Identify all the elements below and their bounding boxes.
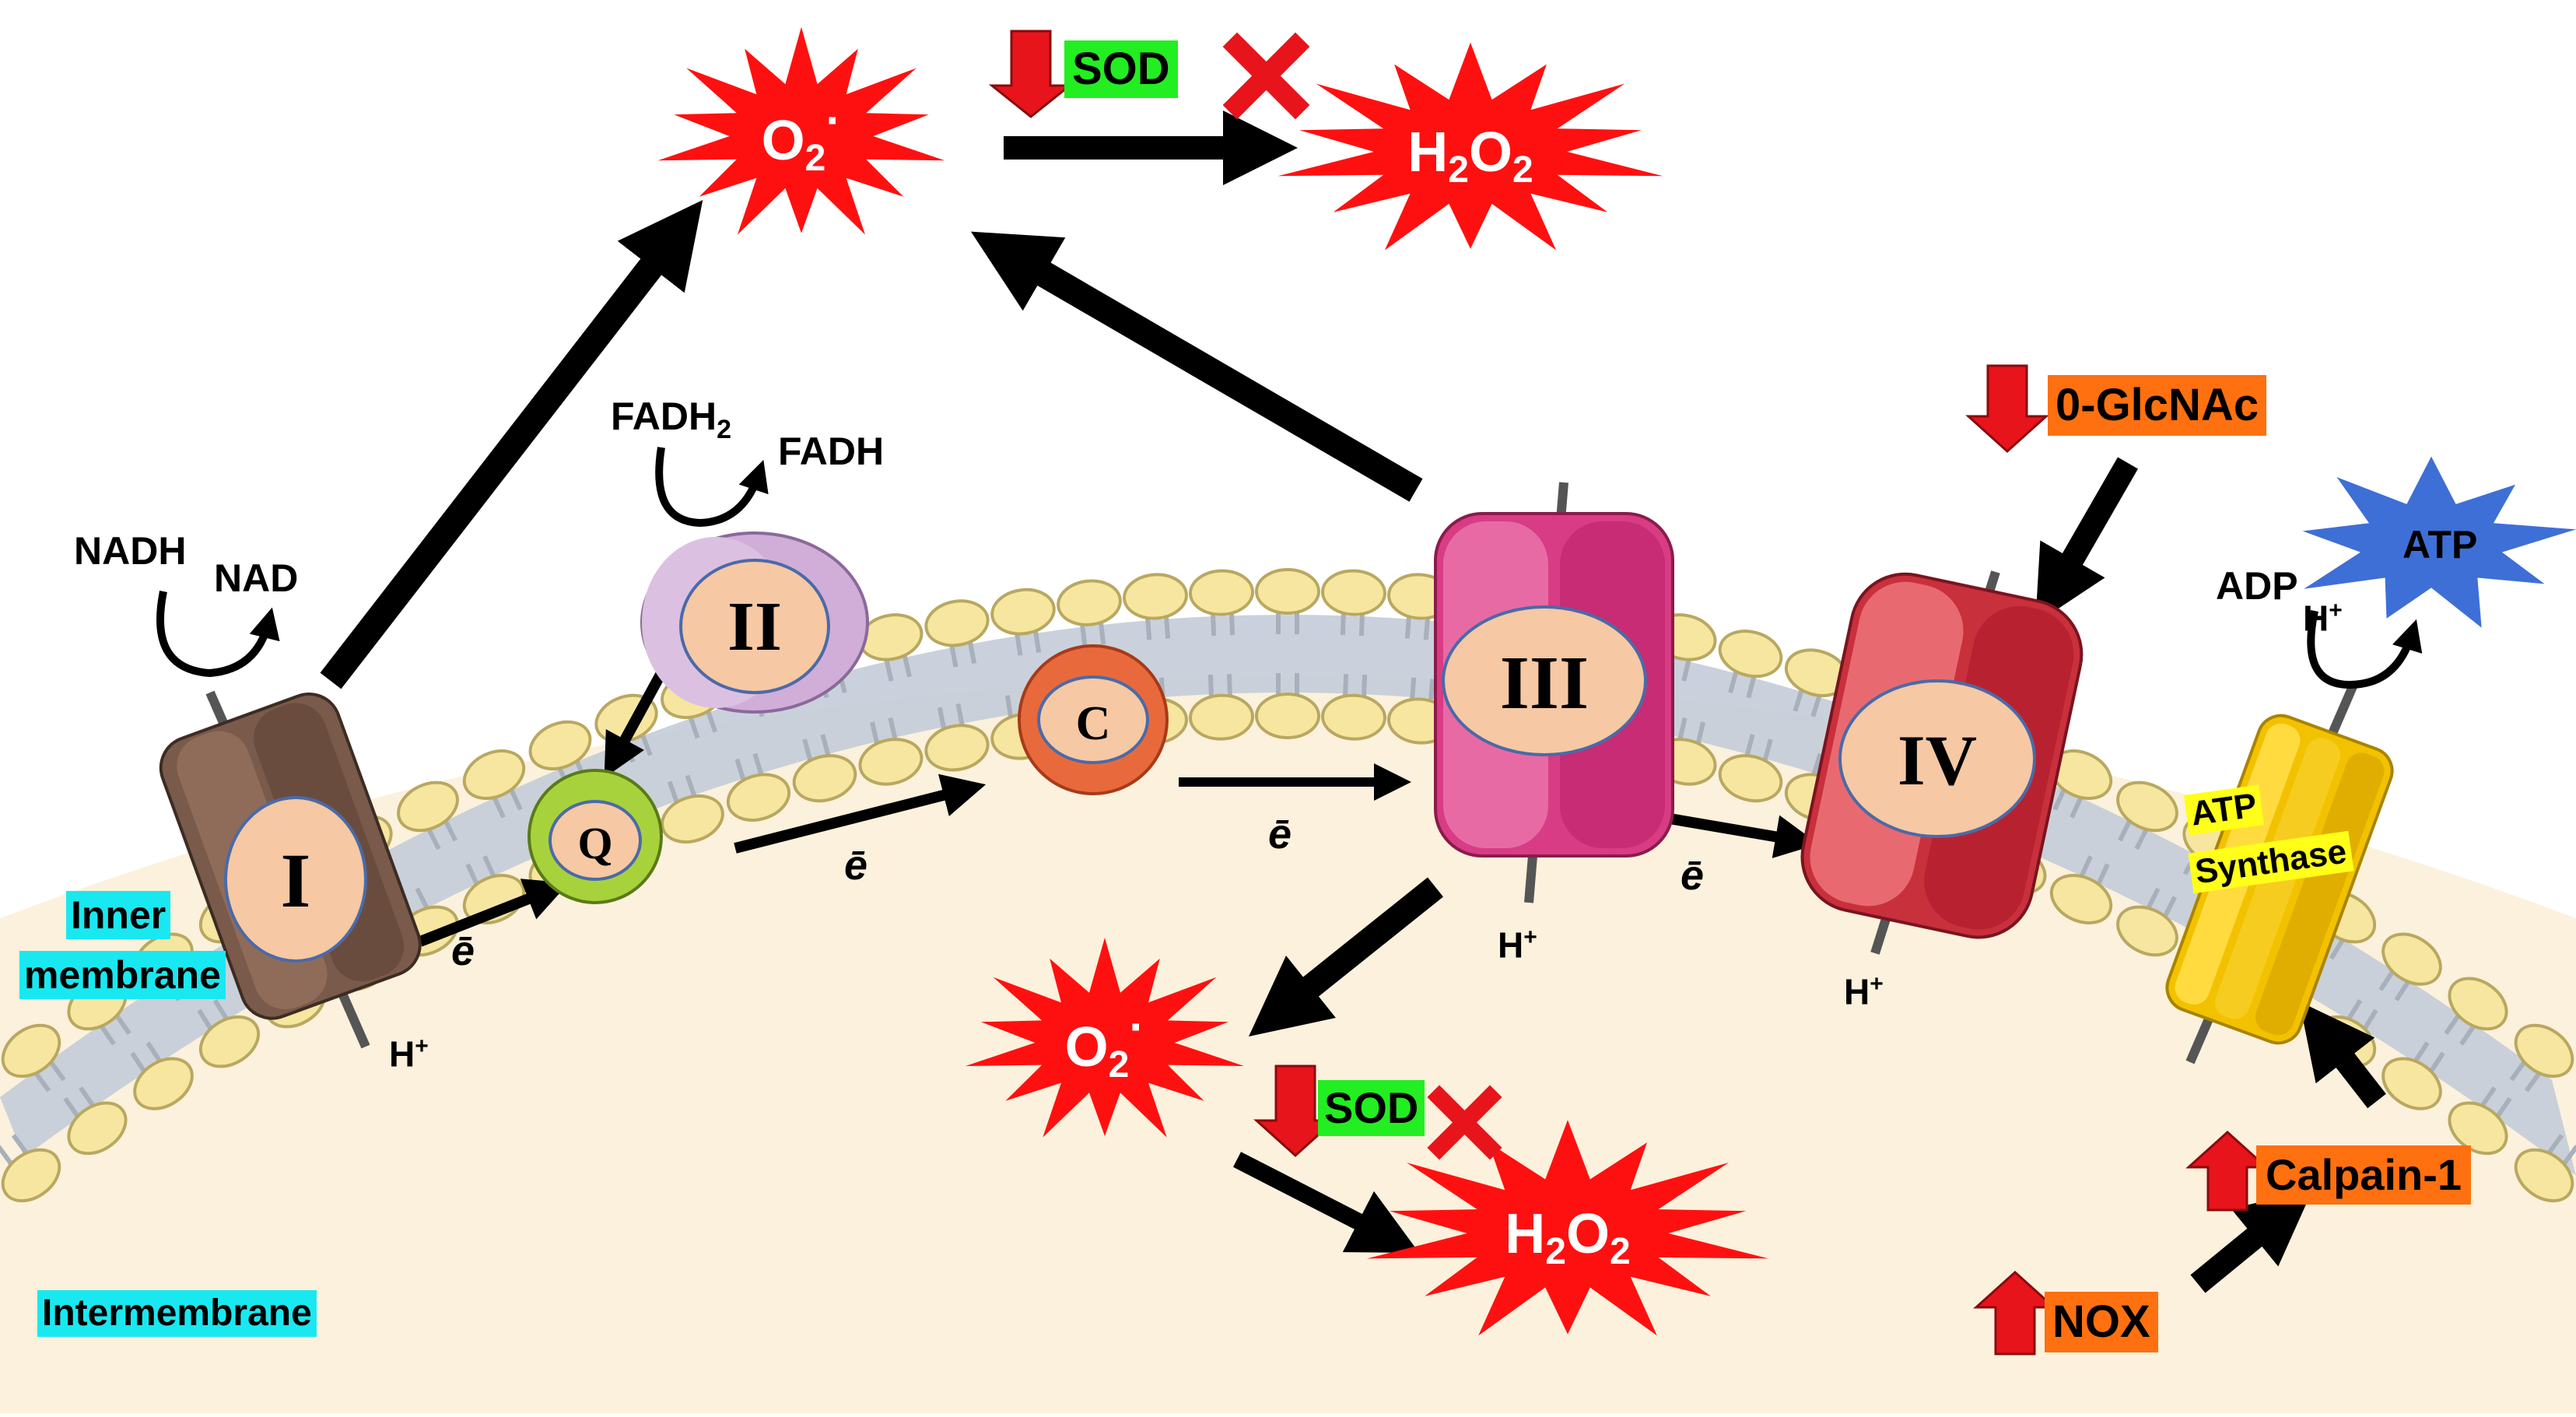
complex-III-label: III [1500,641,1589,725]
complex-I: I [159,690,422,1049]
complex-IV-label: IV [1898,721,1977,800]
curved-arrow-adp [2307,609,2423,689]
arrow-nox-to-calpain [2190,1190,2313,1293]
arrow-I-to-Q [418,879,570,947]
electron-label-1: ē [451,928,475,974]
ubiquinone-label: Q [577,818,612,868]
sod-label-bottom: SOD [1318,1080,1425,1136]
red-x-icon [1222,32,1310,120]
nad-label: NAD [214,556,299,600]
curved-arrow-nadh [156,591,280,678]
electron-label-4: ē [1681,852,1705,899]
superoxide-burst-top [657,26,945,235]
complex-II-label: II [727,588,782,665]
intermembrane-label: Intermembrane [37,1290,317,1337]
arrow-superoxide-to-h2o2-bottom [1232,1152,1420,1254]
nox-label: NOX [2045,1292,2158,1352]
red-up-arrow-icon [1973,1270,2057,1356]
ubiquinone-Q: Q [527,769,663,904]
complex-IV: IV [1800,570,2084,955]
atp-label: ATP [2403,523,2478,566]
red-x-icon [1427,1085,1502,1160]
arrow-complex-III-to-superoxide [970,231,1423,502]
oglcnac-label: 0-GlcNAc [2048,375,2267,436]
complex-I-label: I [281,837,311,924]
arrow-calpain-to-atp-synthase [2299,1001,2386,1109]
atp-star-icon [2302,456,2576,628]
curved-arrow-fadh2 [655,447,769,528]
proton-label-III: H+ [1498,924,1537,966]
proton-label-IV: H+ [1844,971,1884,1012]
red-down-arrow-icon [988,30,1074,118]
intermembrane-space [0,677,2576,1413]
complex-II: II [640,531,869,714]
arrow-complex-I-to-superoxide [320,199,703,689]
h2o2-label-top: H2O2 [1407,121,1533,191]
nadh-label: NADH [74,529,187,573]
red-up-arrow-icon [2185,1130,2269,1212]
superoxide-burst-bottom [966,938,1244,1138]
arrow-oglcnac-to-IV [2035,457,2138,624]
fadh-label: FADH [778,430,885,473]
electron-label-3: ē [1268,811,1292,858]
proton-label-atp: H+ [2303,598,2343,639]
inner-membrane-label-line1: Inner [66,891,171,939]
proton-label-I: H+ [389,1033,429,1075]
cytochrome-c-label: C [1076,697,1111,750]
h2o2-label-bottom: H2O2 [1505,1203,1630,1272]
red-down-arrow-icon [1965,364,2049,454]
arrow-II-to-Q [604,670,667,778]
adp-label: ADP [2216,564,2298,608]
red-down-arrow-icon [1253,1065,1337,1158]
fadh2-label: FADH2 [611,395,732,444]
sod-label-top: SOD [1064,40,1178,98]
cytochrome-c: C [1018,644,1169,795]
h2o2-burst-top [1277,42,1663,251]
complex-III: III [1434,482,1674,903]
h2o2-burst-bottom [1367,1120,1768,1336]
arrow-Q-to-C [734,773,987,854]
inner-membrane-label-line2: membrane [19,951,226,999]
electron-label-2: ē [844,842,868,889]
calpain-label: Calpain-1 [2256,1145,2472,1205]
arrow-complex-III-to-superoxide-bottom [1249,877,1443,1036]
